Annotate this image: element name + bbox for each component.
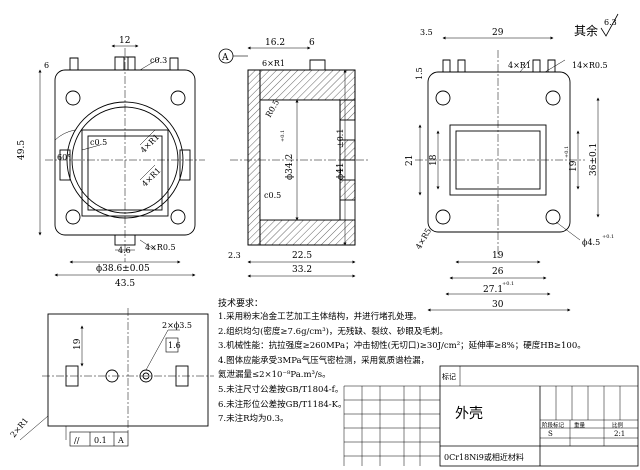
roughness-value: 6.3	[604, 18, 617, 27]
front-tab-right	[169, 57, 179, 70]
dim-bore-dia: ϕ38.6±0.05	[96, 264, 150, 274]
dim-side-19v: 19	[569, 160, 579, 172]
dim-side-21: 21	[405, 155, 415, 166]
dim-side-271: 27.1	[483, 285, 503, 295]
requirement-7: 7.未注R均为0.3。	[218, 414, 289, 425]
requirement-1: 1.采用粉末冶金工艺加工主体结构，并进行堵孔处理。	[218, 312, 422, 322]
roughness-label: 其余	[574, 23, 598, 38]
dim-sec-left: 2.3	[228, 251, 241, 260]
scale-value: 2:1	[614, 430, 626, 438]
dim-side-26: 26	[492, 267, 504, 277]
dim-bottom-hole: 2×ϕ3.5	[162, 321, 192, 330]
dim-overall-width: 43.5	[115, 279, 135, 289]
front-tab-left	[69, 57, 79, 70]
flatness-value: 0.1	[94, 436, 107, 445]
dim-tab-height: 6	[44, 61, 49, 70]
front-hole-bl	[65, 209, 81, 225]
dim-radius-window-mid: 4×R1	[140, 166, 163, 189]
dim-side-29: 29	[492, 28, 504, 38]
dim-sec-a: 16.2	[265, 38, 285, 48]
requirement-3: 3.机械性能：抗拉强度≥260MPa；冲击韧性(无切口)≥30J/cm²；延伸率…	[218, 341, 586, 352]
dim-side-19h: 19	[492, 251, 504, 261]
dim-side-4xR1: 4×R1	[508, 61, 531, 70]
part-name: 外壳	[455, 406, 483, 422]
dim-side-hole: ϕ4.5	[582, 238, 600, 247]
dim-sec-chamfer: c0.5	[264, 191, 281, 200]
dim-sec-outer: ϕ41	[336, 162, 346, 180]
dim-chamfer-top: c0.3	[150, 56, 167, 65]
stage-label: 阶段标记	[542, 423, 565, 429]
title-block	[343, 365, 639, 467]
front-hole-tl	[65, 90, 81, 106]
dim-side-30: 30	[492, 300, 504, 310]
dim-sec-bore: ϕ34.2	[285, 154, 295, 180]
dim-top-width: 12	[119, 36, 130, 46]
dim-side-271-tol: +0.1	[502, 281, 514, 287]
section-dims: 16.2 6 6×R1 R0.5 ϕ34.2 +0.1 ϕ41 ±0.1 c0.…	[228, 38, 346, 275]
front-view	[38, 44, 205, 277]
dim-side-15: 1.5	[415, 67, 424, 80]
flatness-symbol: //	[74, 436, 80, 445]
bottom-view	[19, 308, 214, 447]
dim-sec-overall: 33.2	[292, 265, 312, 275]
dim-bottom-2xR1: 2×R1	[9, 416, 31, 439]
dim-sec-mid: 22.5	[292, 251, 312, 261]
dim-side-35: 3.5	[420, 28, 433, 37]
requirement-2: 2.组织均匀(密度≥7.6g/cm³)，无残缺、裂纹、砂眼及毛刺。	[218, 326, 448, 337]
front-hole-tr	[170, 90, 186, 106]
requirements-title: 技术要求：	[218, 299, 264, 309]
front-hole-br	[170, 209, 186, 225]
material: 0Cr18Ni9或相近材料	[444, 453, 524, 462]
dim-sec-outer-tol: ±0.1	[336, 129, 345, 148]
dim-bottom-19: 19	[73, 338, 83, 350]
weight-label: 重量	[574, 423, 586, 429]
requirements-list: 1.采用粉末冶金工艺加工主体结构，并进行堵孔处理。 2.组织均匀(密度≥7.6g…	[218, 310, 586, 427]
requirement-6: 6.未注形位公差按GB/T1184-K。	[218, 399, 347, 410]
datum-a: A	[218, 48, 248, 64]
side-outer-body	[427, 71, 571, 233]
dim-sec-b: 6	[309, 38, 315, 48]
dim-radius-bottom: 4×R0.5	[145, 243, 176, 252]
roughness-symbol: 其余 6.3	[574, 13, 619, 38]
requirement-5: 5.未注尺寸公差按GB/T1804-f。	[218, 384, 344, 395]
dim-chamfer-window: c0.5	[90, 138, 107, 147]
stage-value: S	[548, 430, 553, 438]
dim-side-19v-tol: +0.1	[564, 146, 570, 158]
side-dims: 3.5 29 1.5 4×R1 14×R0.5 21 18 19 +0.1 36…	[405, 28, 614, 310]
dim-side-36: 36±0.1	[589, 143, 599, 176]
dim-slot-width: 4.6	[118, 246, 131, 255]
requirement-4b: 氦泄漏量≤2×10⁻⁸Pa.m³/s。	[218, 370, 331, 381]
front-dims: 12 c0.3 6 49.5 60° c0.5 4×R1 4×R1 4.6 4×…	[17, 36, 176, 289]
dim-side-4xR5: 4×R5	[414, 227, 433, 251]
flatness-datum: A	[117, 436, 124, 445]
dim-side-14xR05: 14×R0.5	[572, 61, 608, 70]
dim-bottom-tol: 1.6	[168, 341, 181, 350]
title-block-mark: 标记	[442, 373, 456, 381]
front-tab-center	[114, 56, 136, 70]
scale-label: 比例	[612, 423, 624, 429]
requirement-4: 4.图体应能承受3MPa气压气密检测，采用氦质谱检漏，	[218, 355, 430, 366]
dim-side-18: 18	[429, 154, 439, 166]
flatness-frame	[69, 431, 129, 447]
side-view	[415, 36, 600, 312]
dim-sec-radius-top: 6×R1	[262, 59, 285, 68]
dim-side-hole-tol: +0.1	[602, 234, 614, 240]
datum-label: A	[221, 53, 229, 63]
section-view	[230, 46, 370, 278]
dim-sec-bore-tol: +0.1	[280, 130, 286, 142]
dim-height: 49.5	[17, 140, 27, 160]
dim-angle: 60°	[57, 153, 71, 162]
